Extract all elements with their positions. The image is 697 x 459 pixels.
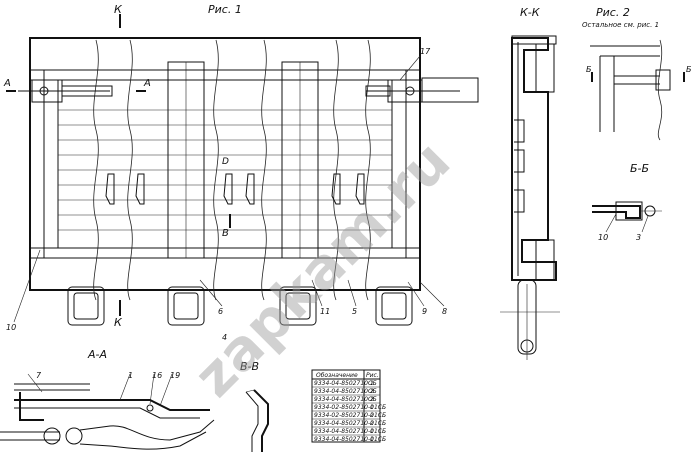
callout-aa-7: 7 (36, 371, 42, 380)
table-cell: 9334-04-8502710ОБ (314, 388, 377, 395)
section-aa-title: А-А (87, 348, 107, 361)
aa-pin-right (65, 427, 83, 445)
section-vv-view (245, 389, 269, 452)
table-header-designation: Обозначение (316, 372, 358, 379)
table-cell: 9334-04-8502710ОБ (314, 380, 377, 387)
figure-2-view (590, 39, 685, 141)
cut-letter-k-top: К (114, 3, 123, 16)
table-header-figure: Рис. (366, 372, 379, 379)
callout-17: 17 (420, 47, 431, 56)
figure-2-title: Рис. 2 (596, 6, 630, 19)
cut-letter-b-left: Б (586, 65, 592, 74)
cut-letter-a-left: А (3, 78, 11, 89)
table-cell: 9334-04-8502710-01СБ (314, 420, 386, 427)
cut-letter-d: D (222, 157, 229, 167)
callout-11: 11 (320, 307, 330, 316)
table-cell: 9334-04-8502710-01СБ (314, 436, 386, 443)
table-cell: 9334-04-8502710ОБ (314, 396, 377, 403)
callout-bb-10: 10 (598, 233, 608, 242)
callout-4: 4 (222, 333, 227, 342)
table-cell: 1 (370, 428, 374, 435)
callout-bb-3: 3 (636, 233, 641, 242)
section-vv-title: В-В (240, 360, 259, 373)
cut-letter-b-right: Б (686, 65, 692, 74)
section-kk-title: К-К (520, 6, 541, 19)
designation-table: Обозначение Рис. 9334-04-8502710ОБ 1 933… (311, 369, 386, 443)
callout-aa-1: 1 (128, 371, 133, 380)
callout-10: 10 (6, 323, 16, 332)
kk-hooks (514, 119, 525, 213)
figure-1-title: Рис. 1 (208, 3, 242, 16)
table-cell: 9334-04-8502710-01СБ (314, 428, 386, 435)
table-cell: 1 (370, 380, 374, 387)
callout-8: 8 (442, 307, 447, 316)
table-cell: 2 (370, 420, 374, 427)
table-cell: 2 (370, 396, 374, 403)
callout-aa-16: 16 (152, 371, 162, 380)
main-view (6, 14, 479, 326)
break-lines (93, 39, 371, 301)
callout-6: 6 (218, 307, 223, 316)
table-cell: 2 (370, 412, 374, 419)
table-cell: 2 (370, 388, 374, 395)
callout-aa-19: 19 (170, 371, 180, 380)
outer-frame (29, 37, 421, 291)
cut-letter-k-bottom: К (114, 316, 123, 329)
section-bb-view (592, 201, 662, 233)
figure-2-note: Остальное см. рис. 1 (582, 21, 659, 29)
cut-letter-v: В (222, 228, 229, 239)
callout-9: 9 (422, 307, 427, 316)
section-bb-title: Б-Б (630, 162, 649, 175)
hooks (105, 173, 365, 205)
section-kk-view (500, 35, 560, 360)
callout-5: 5 (352, 307, 357, 316)
table-cell: 9334-02-8502710-01СБ (314, 404, 386, 411)
table-cell: 9334-02-8502710-01СБ (314, 412, 386, 419)
bottom-loops (67, 286, 413, 326)
table-cell: 1 (370, 404, 374, 411)
cut-letter-a-right: А (143, 78, 151, 89)
latch-right (365, 77, 479, 103)
section-aa-view (0, 373, 215, 450)
table-cell: 1 (370, 436, 374, 443)
aa-pin-left (43, 427, 61, 445)
latch-left (18, 79, 113, 103)
